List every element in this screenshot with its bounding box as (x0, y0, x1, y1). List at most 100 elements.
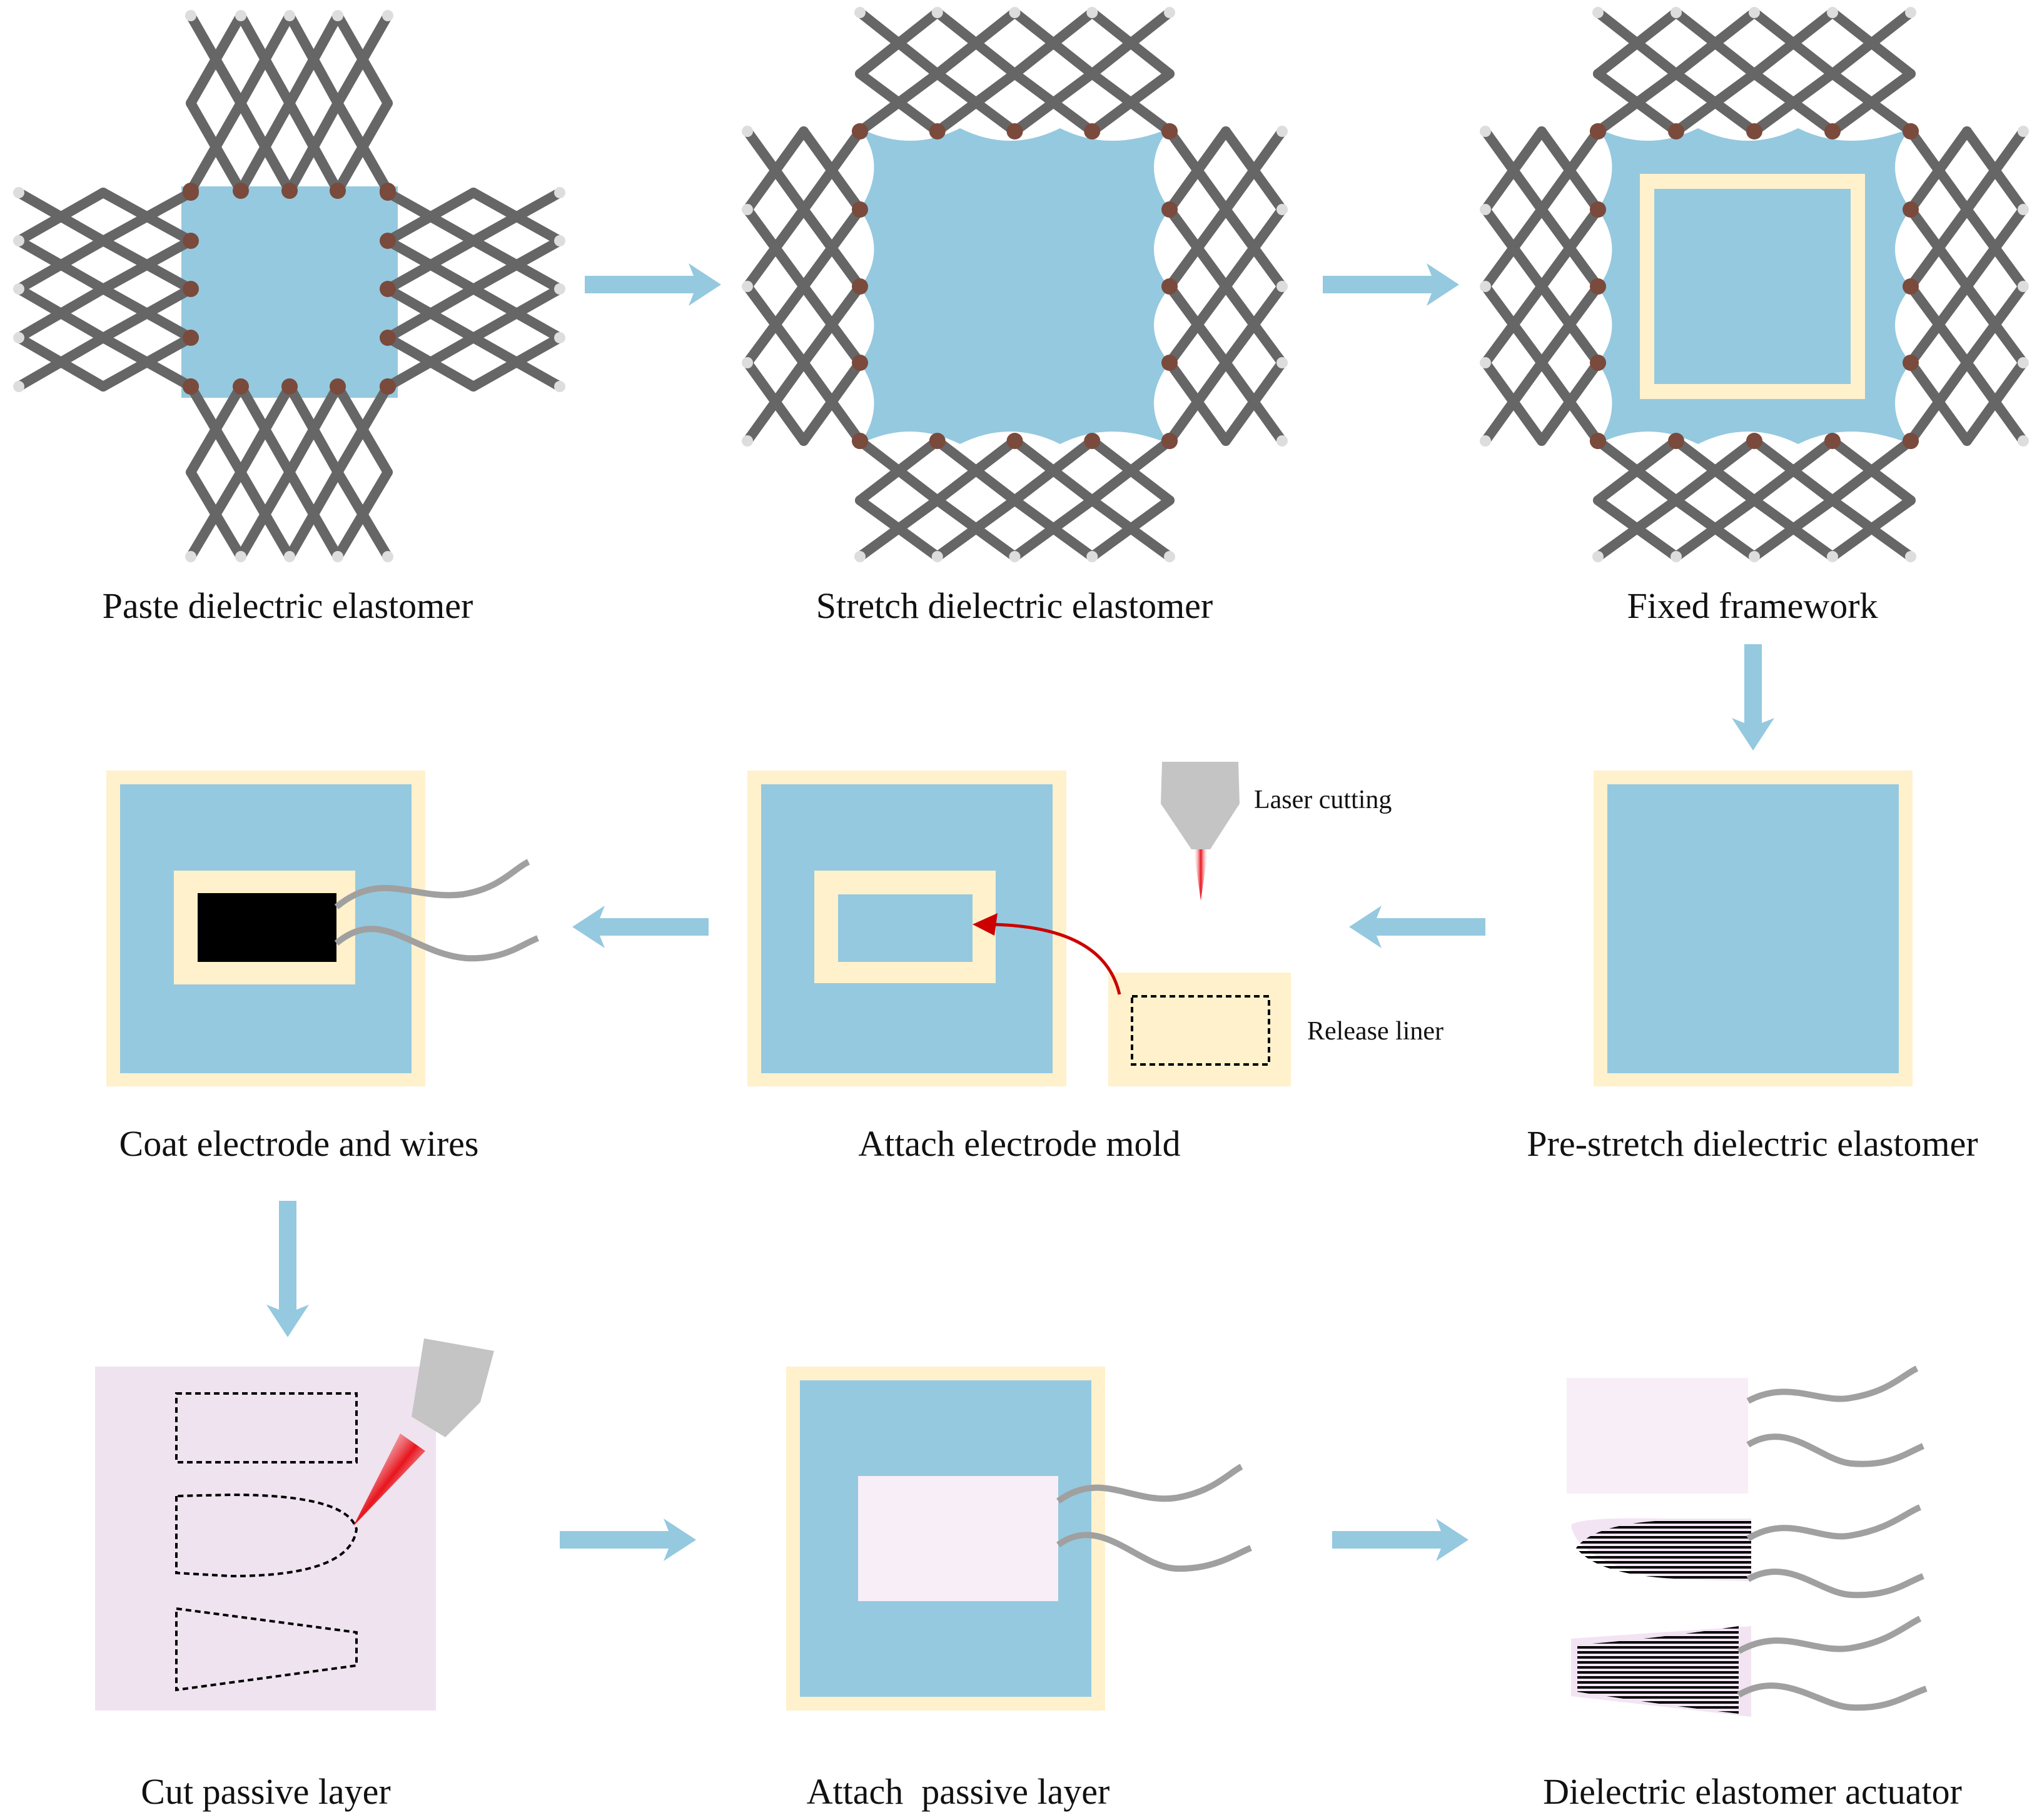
scissor-bar (186, 382, 246, 477)
joint-end (1671, 7, 1682, 18)
joint (1903, 201, 1919, 218)
joint (330, 183, 346, 199)
joint-end (2018, 435, 2029, 447)
joint (330, 378, 346, 395)
panel-prestretch (1594, 771, 1913, 1086)
scissor-bar (932, 495, 1020, 562)
laser-cutting-label: Laser cutting (1254, 786, 1392, 814)
actuator-trapezoid (1577, 1626, 1739, 1714)
joint (1746, 433, 1762, 449)
joint-end (1009, 551, 1021, 562)
joint (1006, 433, 1023, 449)
scissor-bar (333, 467, 393, 562)
scissor-bar (1671, 436, 1759, 505)
scissor-bar (1087, 495, 1175, 562)
joint-end (554, 381, 565, 392)
scissor-bar (1165, 205, 1231, 291)
scissor-bar (1537, 358, 1603, 446)
caption-cut: Cut passive layer (141, 1771, 391, 1812)
actuator-rect (1567, 1378, 1748, 1494)
joint (1903, 278, 1919, 295)
scissor-bar (1480, 126, 1547, 215)
joint (233, 378, 249, 395)
scissor-bar (1009, 495, 1098, 562)
scissor-bar (1749, 495, 1837, 562)
scissor-bar (1749, 8, 1837, 79)
wire-icon (1746, 1569, 1924, 1599)
mold-window (838, 894, 973, 962)
scissor-bar (98, 333, 196, 392)
joint-end (185, 10, 196, 21)
scissor-bar (1749, 69, 1837, 136)
panel-attach-passive (786, 1367, 1252, 1711)
joint-end (1086, 551, 1098, 562)
joint (1161, 201, 1178, 218)
joint (183, 233, 199, 249)
joint-end (235, 551, 246, 562)
joint-end (1827, 551, 1838, 562)
scissor-bar (742, 358, 809, 446)
joint (281, 183, 298, 199)
joint (1590, 278, 1606, 295)
joint (852, 355, 868, 371)
flow-arrow-icon (266, 1201, 309, 1337)
scissor-frame-icon (1480, 7, 2029, 562)
joint-end (554, 187, 565, 198)
scissor-bar (333, 11, 393, 108)
joint (1590, 123, 1606, 139)
scissor-bar (1009, 8, 1098, 79)
joint (281, 378, 298, 395)
joint-end (1164, 7, 1175, 18)
scissor-bar (1165, 126, 1231, 215)
scissor-bar (98, 284, 196, 343)
joint (183, 281, 199, 297)
scissor-bar (742, 281, 809, 368)
scissor-bar (236, 11, 295, 108)
flow-arrows (266, 263, 1774, 1561)
joint-end (1749, 551, 1760, 562)
passive-sheet (95, 1367, 436, 1711)
joint (1006, 123, 1023, 139)
scissor-bar (333, 382, 393, 477)
joint (380, 281, 396, 297)
scissor-bar (855, 8, 943, 79)
scissor-bar (468, 236, 565, 294)
panel-coat (106, 771, 539, 1086)
scissor-bar (1221, 205, 1287, 291)
wire-icon (1746, 1365, 1919, 1404)
wire-icon (334, 926, 539, 962)
joint-end (1276, 435, 1288, 447)
joint (1161, 123, 1178, 139)
scissor-bar (1537, 205, 1603, 291)
joint-end (185, 551, 196, 562)
flow-arrow-icon (1349, 906, 1485, 948)
scissor-bar (1906, 281, 1972, 368)
scissor-bar (14, 284, 108, 343)
scissor-bar (333, 98, 393, 196)
scissor-bar (799, 126, 865, 215)
joint (380, 185, 396, 201)
joint (929, 433, 946, 449)
joint-end (554, 332, 565, 343)
caption-coat: Coat electrode and wires (119, 1123, 479, 1164)
scissor-bar (1827, 495, 1916, 562)
scissor-bar (855, 69, 943, 136)
joint (852, 123, 868, 139)
joint (852, 201, 868, 218)
scissor-bar (1593, 69, 1681, 136)
wire-icon (1056, 1532, 1252, 1572)
joint-end (332, 10, 343, 21)
joint-end (382, 10, 393, 21)
scissor-bar (1537, 126, 1603, 215)
scissor-bar (236, 382, 295, 477)
scissor-bar (285, 98, 343, 196)
cut-outline-trapezoid (175, 1607, 358, 1692)
scissor-bar (932, 436, 1020, 505)
flow-arrow-icon (585, 263, 721, 306)
joint-end (854, 551, 866, 562)
joint (1161, 355, 1178, 371)
wire-icon (334, 859, 530, 909)
joint-end (554, 283, 565, 295)
joint-end (1671, 551, 1682, 562)
elastomer-sheet (860, 128, 1170, 444)
